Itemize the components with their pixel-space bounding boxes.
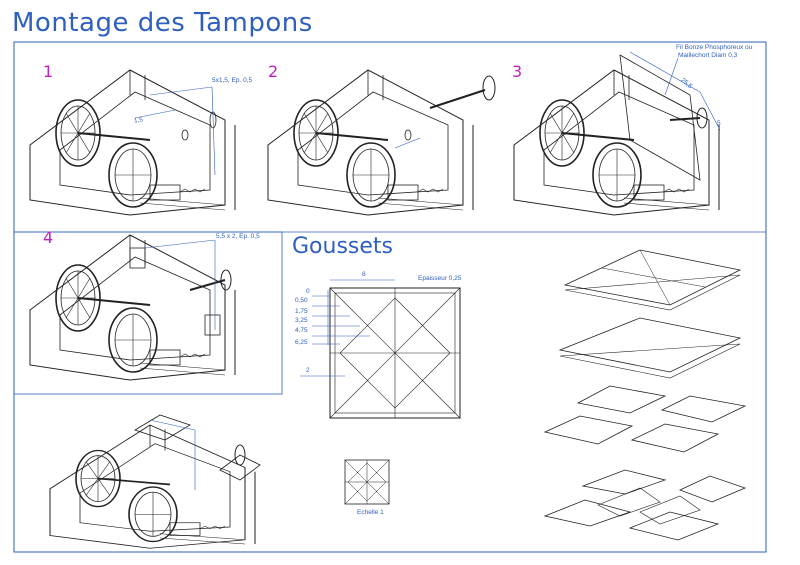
step-1-chassis <box>29 69 236 216</box>
step-1-note: 5x1,5, Ep. 0,5 <box>212 77 253 84</box>
step-2-number: 2 <box>268 62 279 81</box>
goussets-dim-2: 1,75 <box>295 308 308 315</box>
goussets-side-dim: 2 <box>306 367 310 374</box>
final-assembly-chassis <box>49 424 256 550</box>
step-3-chassis <box>513 69 720 216</box>
goussets-dim-0: 0 <box>306 288 310 295</box>
goussets-epaisseur: Epaisseur 0,25 <box>418 275 462 282</box>
goussets-dim-1: 0,50 <box>295 297 308 304</box>
goussets-top-dim: 8 <box>362 271 366 278</box>
step-4-note: 5,5 x 2, Ep. 0,5 <box>216 233 260 240</box>
step-4-number: 4 <box>43 228 54 247</box>
goussets-scale-label: Echelle 1 <box>357 509 384 516</box>
step-3-dim-b: 5 <box>717 120 721 127</box>
step-4-chassis <box>29 234 236 381</box>
goussets-dim-5: 6,25 <box>295 339 308 346</box>
goussets-title: Goussets <box>292 234 393 259</box>
page-title: Montage des Tampons <box>12 8 313 38</box>
step-3-note-line1: Fil Bonze Phosphoreux ou <box>676 44 753 51</box>
step-1-number: 1 <box>43 62 54 81</box>
step-3-note-line2: Maillechort Diam 0,3 <box>678 52 738 59</box>
goussets-dim-4: 4,75 <box>295 327 308 334</box>
step-2-chassis <box>267 69 474 216</box>
step-3-number: 3 <box>512 62 523 81</box>
goussets-dim-3: 3,25 <box>295 317 308 324</box>
